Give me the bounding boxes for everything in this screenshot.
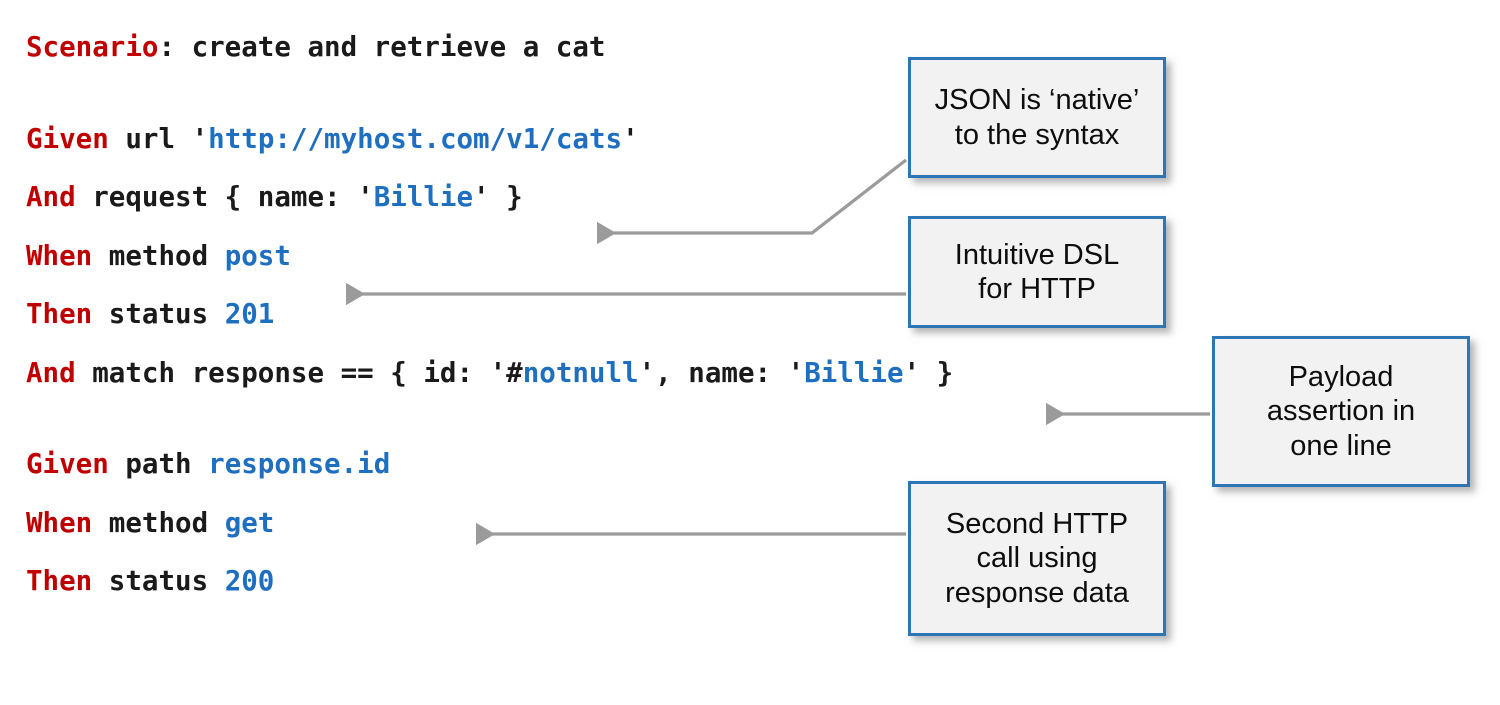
callout-line: response data: [945, 576, 1129, 609]
callout-payload-assertion: Payload assertion in one line: [1212, 336, 1470, 487]
keyword-and: And: [26, 356, 76, 389]
code-line-then-status-201: Then status 201: [26, 298, 1066, 330]
code-line-given-url: Given url 'http://myhost.com/v1/cats': [26, 122, 1066, 155]
callout-second-http: Second HTTP call using response data: [908, 481, 1166, 636]
value-status: 200: [224, 565, 275, 597]
code-text: status: [92, 298, 225, 330]
callout-line: one line: [1290, 429, 1392, 462]
callout-line: Intuitive DSL: [954, 238, 1120, 271]
code-text: ', name: ': [638, 356, 805, 389]
code-line-and-request: And request { name: 'Billie' }: [26, 181, 1066, 213]
value-name: Billie: [373, 181, 474, 213]
callout-line: to the syntax: [954, 118, 1120, 151]
callout-line: Second HTTP: [945, 508, 1129, 541]
code-text: method: [92, 239, 225, 272]
code-text: request { name:: [75, 181, 358, 213]
code-tail: ' }: [903, 356, 954, 389]
callout-json-native: JSON is ‘native’ to the syntax: [908, 57, 1166, 178]
keyword-given: Given: [26, 122, 109, 155]
code-line-when-method-post: When method post: [26, 239, 1066, 272]
callout-line: JSON is ‘native’: [934, 84, 1140, 117]
keyword-and: And: [26, 181, 76, 213]
quote-open: ': [191, 122, 209, 155]
value-method: get: [224, 506, 275, 539]
keyword-then: Then: [26, 565, 93, 597]
code-line-and-match-response: And match response == { id: '#notnull', …: [26, 356, 1066, 389]
quote-open: ': [357, 181, 374, 213]
code-tail: }: [489, 181, 523, 213]
keyword-when: When: [26, 506, 93, 539]
code-text: match response == { id: '#: [75, 356, 523, 389]
value-path: response.id: [208, 448, 391, 480]
spacer: [26, 329, 1066, 360]
keyword-given: Given: [26, 448, 109, 480]
code-text: path: [108, 448, 209, 480]
code-line-when-method-get: When method get: [26, 506, 1066, 539]
keyword-scenario: Scenario: [26, 31, 159, 63]
keyword-then: Then: [26, 298, 93, 330]
scenario-description: : create and retrieve a cat: [158, 31, 606, 63]
keyword-when: When: [26, 239, 93, 272]
callout-line: Payload: [1288, 361, 1394, 394]
gherkin-code-block: Scenario: create and retrieve a cat Give…: [26, 31, 1066, 597]
spacer: [26, 387, 1066, 451]
value-notnull: notnull: [522, 356, 639, 389]
callout-line: for HTTP: [978, 273, 1096, 305]
value-status: 201: [224, 298, 275, 330]
code-text: method: [92, 506, 225, 539]
callout-line: call using: [976, 542, 1098, 575]
code-line-given-path: Given path response.id: [26, 448, 1066, 480]
code-text: url: [108, 122, 192, 155]
code-line-scenario: Scenario: create and retrieve a cat: [26, 31, 1066, 63]
value-url: http://myhost.com/v1/cats: [208, 122, 623, 155]
value-method: post: [224, 239, 291, 272]
code-text: status: [92, 565, 225, 597]
callout-line: assertion in: [1266, 395, 1416, 428]
quote-close: ': [622, 122, 639, 155]
quote-close: ': [473, 181, 490, 213]
callout-intuitive-dsl: Intuitive DSL for HTTP: [908, 216, 1166, 328]
value-name: Billie: [804, 356, 904, 389]
code-line-then-status-200: Then status 200: [26, 565, 1066, 597]
